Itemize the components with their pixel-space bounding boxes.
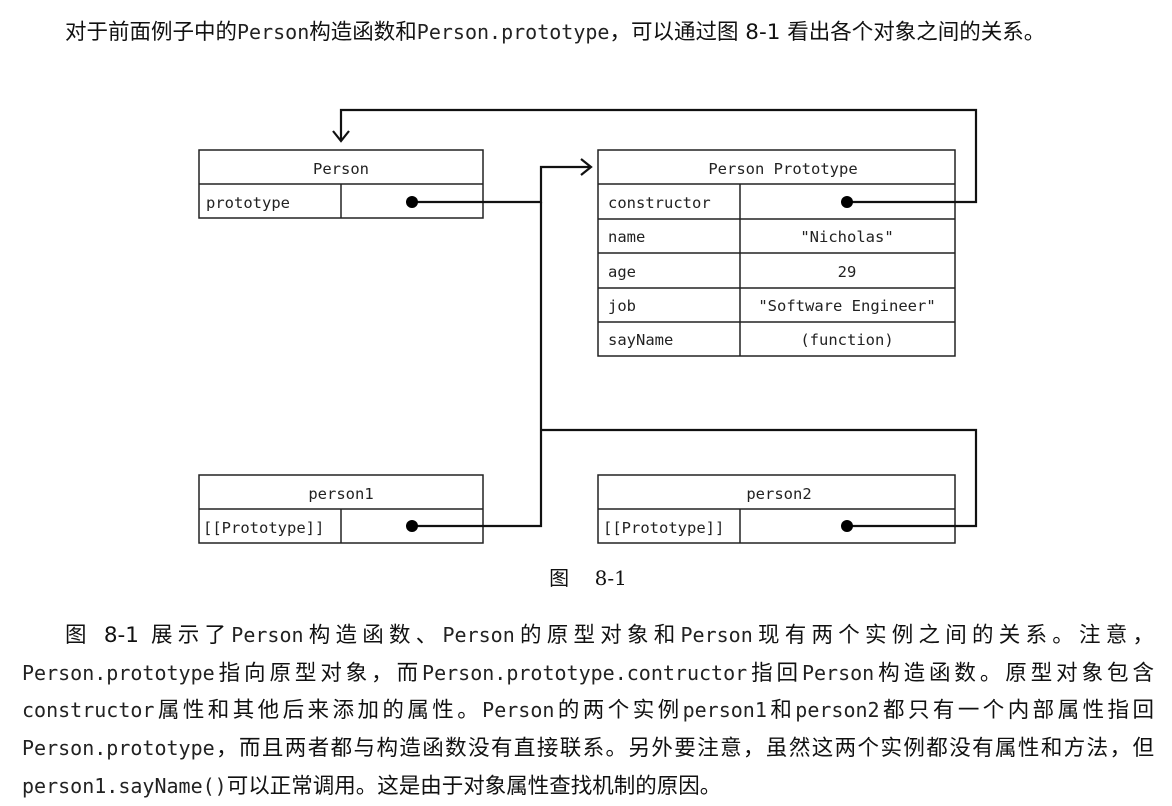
code-run: person1	[682, 698, 767, 723]
code-run: Person.prototype	[22, 660, 215, 685]
person2-title: person2	[746, 485, 811, 503]
person-prototype-box: Person Prototype constructor name "Nicho…	[597, 149, 956, 357]
text-run: 现有两个实例之间的关系。注意，	[752, 623, 1154, 648]
prototype-row-value: "Nicholas"	[800, 228, 893, 246]
text-run: 对于前面例子中的	[65, 20, 238, 45]
prototype-row-key: age	[608, 263, 636, 281]
text-run: ，可以通过图 8-1 看出各个对象之间的关系。	[609, 20, 1046, 45]
prototype-row-key: constructor	[608, 194, 711, 212]
person2-prototype-key: [[Prototype]]	[603, 519, 724, 537]
prototype-row-key: sayName	[608, 331, 673, 349]
prototype-row-value: (function)	[800, 331, 893, 349]
text-run: 构造函数、	[303, 623, 443, 648]
code-run: constructor	[22, 698, 155, 723]
code-run: Person.prototype	[22, 736, 215, 761]
person1-prototype-key: [[Prototype]]	[203, 519, 324, 537]
prototype-row-value: "Software Engineer"	[758, 297, 935, 315]
code-run: Person	[231, 623, 304, 647]
intro-paragraph: 对于前面例子中的Person构造函数和Person.prototype，可以通过…	[22, 14, 1154, 52]
person-constructor-box: Person prototype	[198, 149, 484, 219]
text-run: 指向原型对象，而	[214, 660, 423, 686]
code-run: Person	[442, 623, 515, 647]
text-run: ，而且两者都与构造函数没有直接联系。另外要注意，虽然这两个实例都没有属性和方法，…	[214, 736, 1154, 762]
text-run: 可以正常调用。这是由于对象属性查找机制的原因。	[226, 773, 722, 799]
explanation-paragraph: 图 8-1 展示了Person构造函数、Person的原型对象和Person现有…	[22, 617, 1154, 806]
person1-prototype-link	[412, 202, 543, 528]
text-run: 构造函数和	[309, 20, 417, 45]
code-person: Person	[237, 20, 310, 44]
code-run: Person	[482, 698, 555, 723]
person-prototype-key: prototype	[206, 194, 290, 212]
text-run: 指回	[747, 660, 802, 686]
figure-caption: 图 8-1	[549, 566, 627, 590]
person2-box: person2 [[Prototype]]	[597, 474, 956, 544]
text-run: 属性和其他后来添加的属性。	[154, 698, 483, 724]
pointer-dot	[841, 196, 853, 208]
pointer-dot	[841, 520, 853, 532]
prototype-title: Person Prototype	[708, 160, 857, 178]
code-run: person2	[795, 698, 880, 723]
text-run: 的两个实例	[554, 698, 683, 724]
code-run: Person.prototype.contructor	[422, 660, 748, 685]
constructor-back-arrow	[332, 108, 978, 204]
pointer-dot	[406, 520, 418, 532]
text-run: 图 8-1 展示了	[65, 623, 232, 648]
text-run: 的原型对象和	[514, 623, 681, 648]
prototype-row-value: 29	[838, 263, 857, 281]
person2-prototype-link	[541, 428, 978, 528]
prototype-pointer-arrow	[412, 158, 593, 204]
text-run: 构造函数。原型对象包含	[874, 660, 1154, 686]
person1-title: person1	[308, 485, 373, 503]
text-run: 和	[766, 698, 796, 724]
person1-box: person1 [[Prototype]]	[198, 474, 484, 544]
prototype-row-key: name	[608, 228, 645, 246]
code-run: Person	[801, 660, 875, 685]
pointer-dot	[406, 196, 418, 208]
code-run: person1.sayName()	[22, 773, 227, 798]
code-run: Person	[680, 623, 753, 647]
text-run: 都只有一个内部属性指回	[879, 698, 1154, 724]
prototype-row-key: job	[608, 297, 636, 315]
person-title: Person	[313, 160, 369, 178]
code-person-prototype: Person.prototype	[416, 20, 610, 44]
